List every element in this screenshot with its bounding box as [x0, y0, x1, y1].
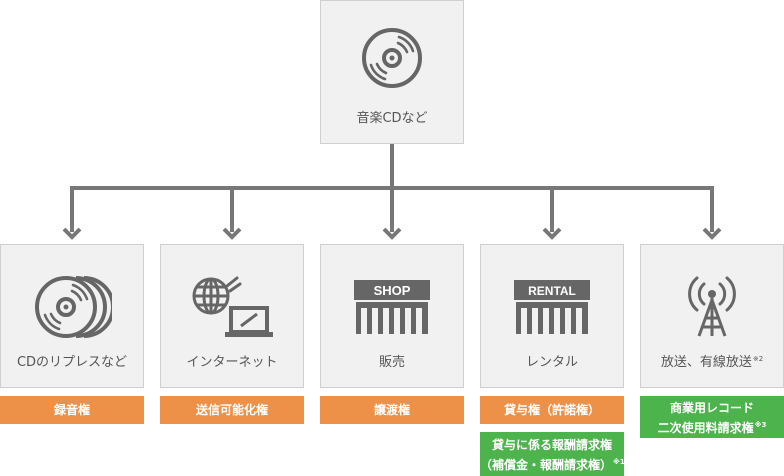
arrow-down-icon: [62, 227, 82, 240]
shop-sign-text: SHOP: [374, 283, 411, 298]
branch-label: レンタル: [525, 355, 578, 370]
branch-label: 販売: [378, 355, 405, 370]
arrow-down-icon: [382, 227, 402, 240]
broadcast-tower-icon: [641, 263, 783, 351]
right-secondary-use-fee: 商業用レコード 二次使用料請求権※3: [640, 396, 784, 438]
rental-building-icon: RENTAL: [481, 263, 623, 351]
rental-sign-text: RENTAL: [528, 284, 576, 298]
branch-label: インターネット: [186, 355, 278, 370]
root-label: 音楽CDなど: [356, 111, 428, 126]
branch-label: CDのリプレスなど: [16, 355, 128, 370]
right-recording: 録音権: [0, 396, 144, 424]
globe-laptop-icon: [161, 263, 303, 351]
branch-sales: SHOP 販売: [320, 244, 464, 388]
right-lending: 貸与権（許諾権）: [480, 396, 624, 424]
branch-rental: RENTAL レンタル: [480, 244, 624, 388]
right-transfer: 譲渡権: [320, 396, 464, 424]
right-lending-remuneration: 貸与に係る報酬請求権 （補償金・報酬請求権）※1: [480, 432, 625, 476]
branch-internet: インターネット: [160, 244, 304, 388]
branch-cd-replace: CDのリプレスなど: [0, 244, 144, 388]
arrow-down-icon: [702, 227, 722, 240]
stacked-cds-icon: [1, 263, 143, 351]
right-transmission: 送信可能化権: [160, 396, 304, 424]
shop-building-icon: SHOP: [321, 263, 463, 351]
branch-label: 放送、有線放送※2: [660, 355, 764, 370]
arrow-down-icon: [222, 227, 242, 240]
branch-broadcast: 放送、有線放送※2: [640, 244, 784, 388]
cd-icon: [321, 17, 463, 99]
root-node: 音楽CDなど: [320, 0, 464, 144]
arrow-down-icon: [542, 227, 562, 240]
